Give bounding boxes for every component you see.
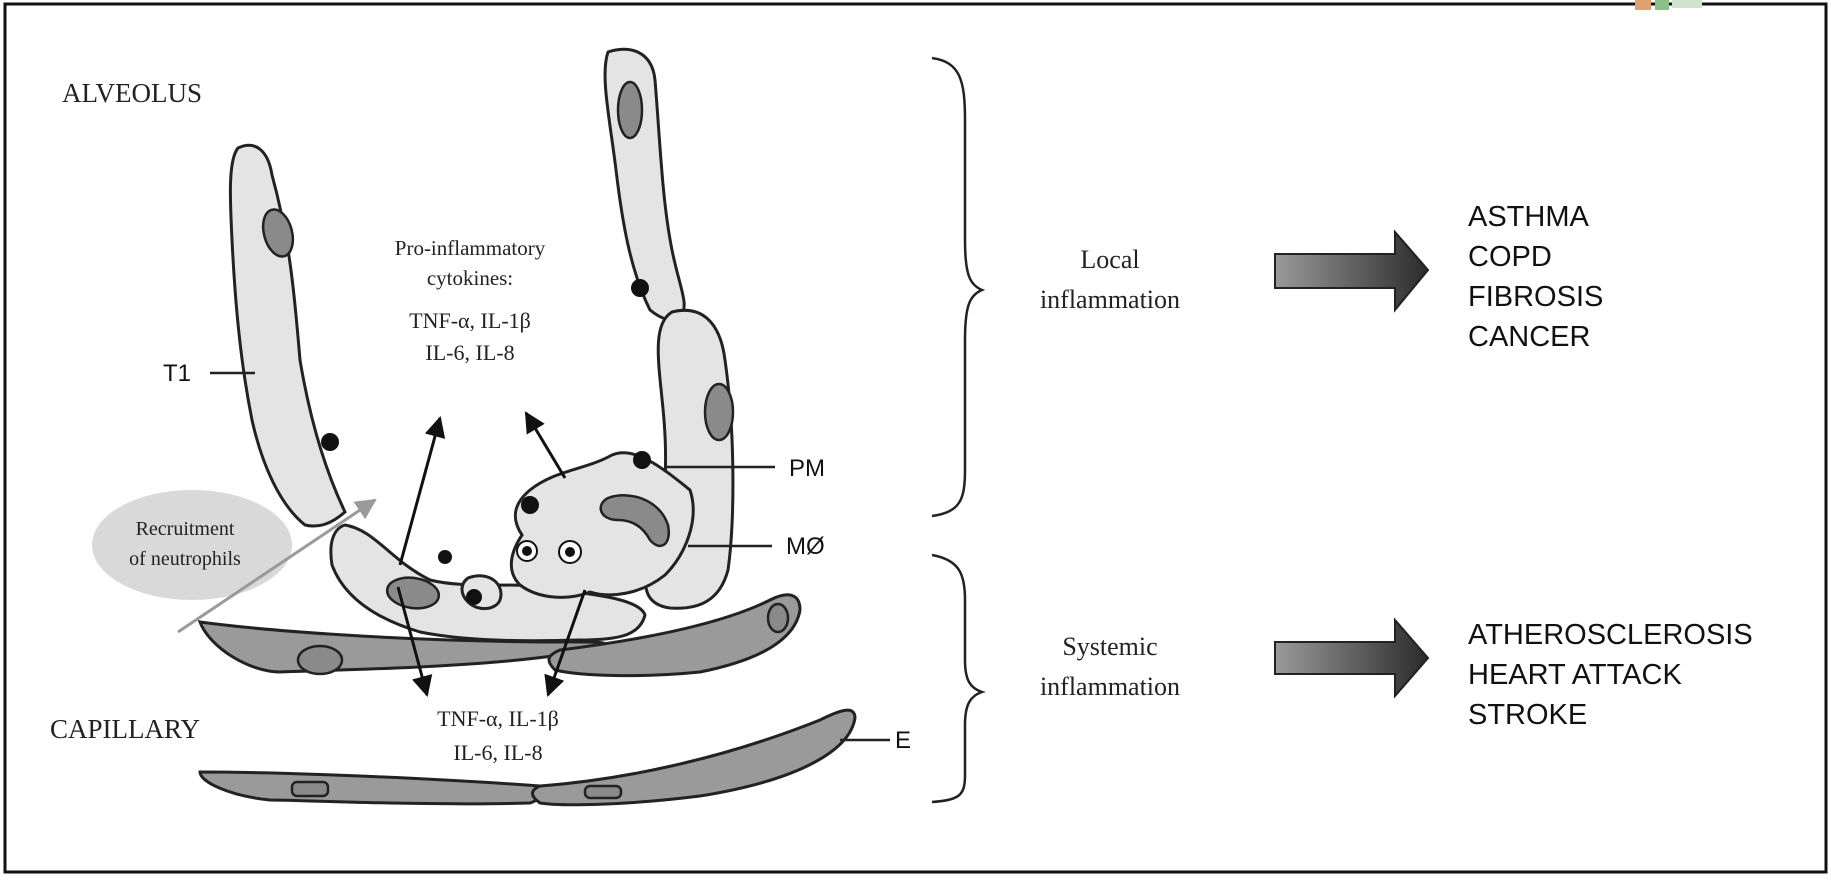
type1-cell-right-upper xyxy=(605,49,684,319)
endo-nucleus xyxy=(292,782,328,796)
corner-logo xyxy=(1635,0,1702,10)
systemic-inflammation-label: inflammation xyxy=(1040,672,1180,701)
systemic-brace xyxy=(932,555,982,802)
cytokines-top: IL-6, IL-8 xyxy=(425,340,514,365)
systemic-outcome-arrow xyxy=(1275,620,1428,696)
endo-nucleus xyxy=(585,786,621,798)
capillary-label: CAPILLARY xyxy=(50,714,200,744)
systemic-outcome: ATHEROSCLEROSIS xyxy=(1468,619,1753,651)
local-brace xyxy=(932,58,982,516)
systemic-outcome: STROKE xyxy=(1468,699,1587,731)
systemic-inflammation-label: Systemic xyxy=(1062,632,1157,661)
type1-cell-left xyxy=(230,145,345,526)
recruitment-text: Recruitment xyxy=(136,518,235,540)
local-outcome: CANCER xyxy=(1468,321,1590,353)
t1-nucleus xyxy=(618,82,642,138)
cytokines-heading: cytokines: xyxy=(427,266,513,290)
recruitment-ellipse xyxy=(92,490,292,600)
local-inflammation-label: Local xyxy=(1080,245,1139,274)
t1-label: T1 xyxy=(163,360,191,387)
cytokines-heading: Pro-inflammatory xyxy=(395,236,546,260)
cytokines-bottom: TNF-α, IL-1β xyxy=(437,706,559,731)
local-inflammation-label: inflammation xyxy=(1040,285,1180,314)
local-outcome: ASTHMA xyxy=(1468,201,1590,233)
alveolus-label: ALVEOLUS xyxy=(62,78,202,108)
pm-label: PM xyxy=(789,455,825,482)
macrophage-label: MØ xyxy=(786,533,825,560)
cytokines-top: TNF-α, IL-1β xyxy=(409,308,531,333)
endo-nucleus xyxy=(298,646,342,674)
systemic-outcome: HEART ATTACK xyxy=(1468,659,1682,691)
cytokines-bottom: IL-6, IL-8 xyxy=(453,740,542,765)
local-outcome-arrow xyxy=(1275,232,1428,310)
endo-nucleus xyxy=(768,604,788,632)
local-outcome: COPD xyxy=(1468,241,1552,273)
recruitment-text: of neutrophils xyxy=(129,548,241,570)
endothelial-label: E xyxy=(895,727,911,754)
local-outcome: FIBROSIS xyxy=(1468,281,1603,313)
t1-nucleus xyxy=(705,384,733,440)
